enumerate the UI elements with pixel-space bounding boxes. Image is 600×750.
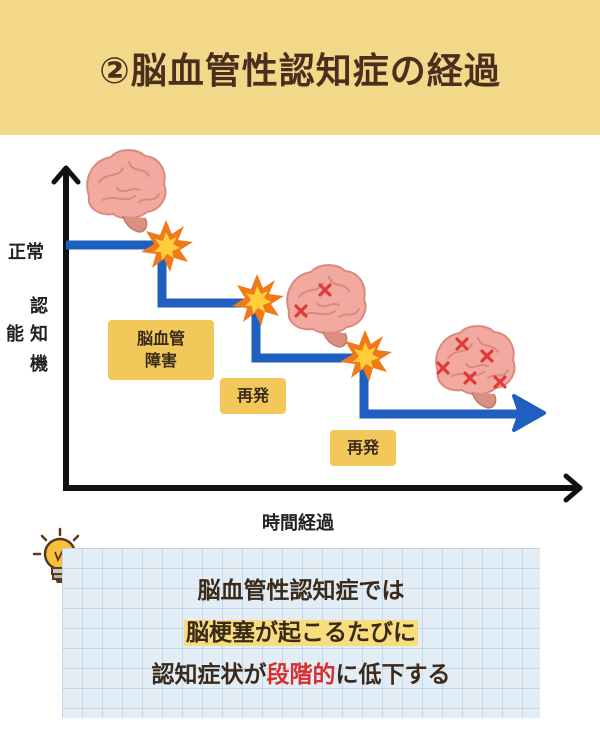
summary-highlight: 脳梗塞が起こるたびに xyxy=(184,620,418,646)
relapse-tag-1: 再発 xyxy=(220,378,286,414)
y-axis-label-char-4: 機 xyxy=(30,354,48,375)
x-axis-label: 時間経過 xyxy=(262,513,334,534)
stroke-event-tag: 脳血管 障害 xyxy=(108,320,214,380)
page-title: ②脳血管性認知症の経過 xyxy=(99,50,501,92)
damaged-brain-icon xyxy=(286,264,367,348)
header-banner: ②脳血管性認知症の経過 xyxy=(0,0,600,135)
summary-line-3-start: 認知症状が xyxy=(151,662,267,688)
y-axis-normal-label: 正常 xyxy=(8,242,44,263)
x-axis-arrowhead xyxy=(563,473,583,503)
relapse-tag-2: 再発 xyxy=(330,430,396,466)
summary-emphasis: 段階的 xyxy=(266,662,336,688)
stroke-tag-line-1: 脳血管 xyxy=(136,329,185,349)
decline-arrowhead xyxy=(512,394,546,432)
y-axis-label-char-1: 認 xyxy=(30,296,48,317)
summary-line-2: 脳梗塞が起こるたびに xyxy=(184,612,418,654)
summary-line-3-end: に低下する xyxy=(335,662,451,688)
severely-damaged-brain-icon xyxy=(435,325,516,409)
y-axis-label-char-3: 能 xyxy=(6,324,24,345)
summary-line-3: 認知症状が段階的に低下する xyxy=(152,654,451,696)
summary-panel: 脳血管性認知症では 脳梗塞が起こるたびに 認知症状が段階的に低下する xyxy=(62,548,540,718)
stroke-tag-line-2: 障害 xyxy=(144,351,177,370)
brain-icon xyxy=(86,149,167,233)
y-axis-arrowhead xyxy=(51,165,81,185)
summary-line-1: 脳血管性認知症では xyxy=(197,578,405,604)
y-axis-label-char-2: 知 xyxy=(30,324,48,345)
